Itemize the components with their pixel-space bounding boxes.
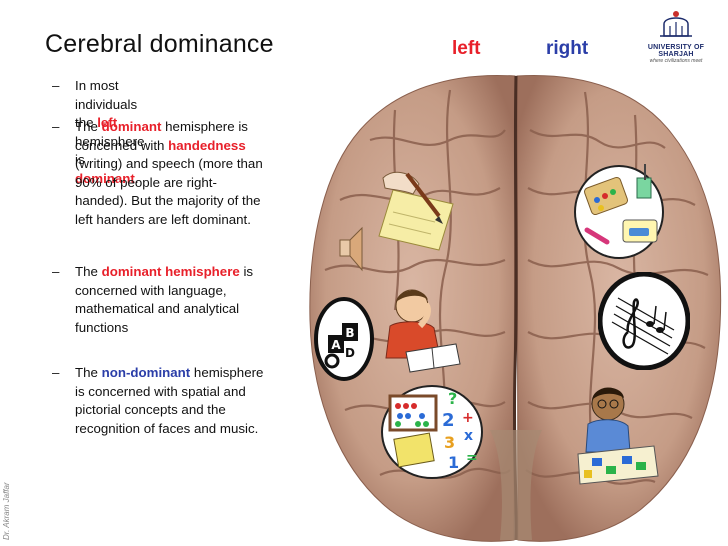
emphasis-dominant: dominant — [101, 119, 162, 134]
bullet-dash: – — [52, 78, 60, 93]
bullet-text-span: The — [75, 119, 102, 134]
math-symbol: = — [466, 450, 478, 466]
math-symbol: 3 — [444, 433, 455, 452]
bullet-text-span: hemisphere — [190, 365, 264, 380]
bullet-line: pictorial concepts and the — [75, 402, 226, 417]
bullet-line: The non-dominant hemisphere — [75, 364, 263, 383]
bullet-text-span: hemisphere is — [161, 119, 248, 134]
writing-hand-icon — [378, 171, 454, 251]
bullet-line: handed). But the majority of the — [75, 193, 261, 208]
right-hemisphere-label: right — [546, 38, 589, 59]
author-credit: Dr. Akram Jaffar — [2, 482, 11, 540]
bullet-text-span: is — [239, 264, 254, 279]
math-abacus-icon: ? 2 + 3 x 1 = — [381, 385, 483, 479]
alphabet-blocks-icon: A B D — [314, 297, 374, 381]
left-hemisphere-label: left — [452, 38, 481, 59]
bullet-text-span: concerned with — [75, 137, 169, 153]
slide-title: Cerebral dominance — [45, 30, 274, 58]
bullet-line: The dominant hemisphere is — [75, 118, 263, 137]
bullet-line: recognition of faces and music. — [75, 420, 259, 436]
university-emblem-icon — [660, 11, 692, 37]
bullet-line: concerned with language, — [75, 282, 227, 298]
bullet-text: In most individuals the left hemisphere … — [75, 77, 144, 188]
emphasis-non-dominant: non-dominant — [101, 365, 191, 380]
speaker-icon — [339, 226, 363, 272]
bullet-line: functions — [75, 319, 129, 335]
abc-letter: B — [345, 326, 354, 340]
bullet-line: (writing) and speech (more than — [75, 156, 263, 171]
math-symbol: + — [462, 410, 474, 426]
bullet-dash: – — [52, 264, 60, 279]
bullet-line: is concerned with spatial and — [75, 383, 246, 399]
bullet-line: concerned with handedness — [75, 137, 263, 156]
bullet-dash: – — [52, 119, 60, 134]
bullet-text-span: The — [75, 365, 102, 380]
bullet-text: The dominant hemisphere is concerned wit… — [75, 263, 253, 337]
bullet-line: The dominant hemisphere is — [75, 263, 253, 282]
art-palette-icon — [574, 164, 664, 259]
brain-image — [309, 74, 722, 542]
university-motto: where civilizations meet — [649, 58, 703, 64]
abc-letter: D — [345, 346, 355, 360]
emphasis-dominant: dominant — [75, 170, 135, 186]
emphasis-dominant-hemisphere: dominant hemisphere — [101, 264, 240, 279]
bullet-text-span: The — [75, 264, 102, 279]
bullet-line: 90% of people are right- — [75, 174, 217, 190]
bullet-line: left handers are left dominant. — [75, 211, 251, 227]
bullet-text-span: In most individuals the — [75, 78, 138, 130]
math-symbol: x — [464, 428, 473, 444]
math-symbol: 2 — [442, 410, 455, 431]
bullet-dash: – — [52, 365, 60, 380]
university-name: UNIVERSITY OF SHARJAH — [647, 44, 705, 58]
emphasis-handedness: handedness — [168, 137, 246, 153]
university-logo: UNIVERSITY OF SHARJAH where civilization… — [630, 8, 722, 64]
abc-letter: A — [331, 338, 341, 352]
bullet-text: The non-dominant hemisphere is concerned… — [75, 364, 263, 438]
child-puzzle-icon — [577, 387, 659, 485]
bullet-text: The dominant hemisphere is concerned wit… — [75, 118, 263, 229]
music-notes-icon — [598, 272, 690, 370]
boy-reading-icon — [385, 289, 461, 373]
math-symbol: ? — [448, 389, 457, 408]
bullet-line: mathematical and analytical — [75, 301, 240, 316]
math-symbol: 1 — [448, 453, 459, 472]
bullet-text-span: . — [134, 170, 139, 186]
emphasis-left: left — [97, 115, 118, 130]
bullet-text-span: hemisphere is — [75, 133, 145, 168]
